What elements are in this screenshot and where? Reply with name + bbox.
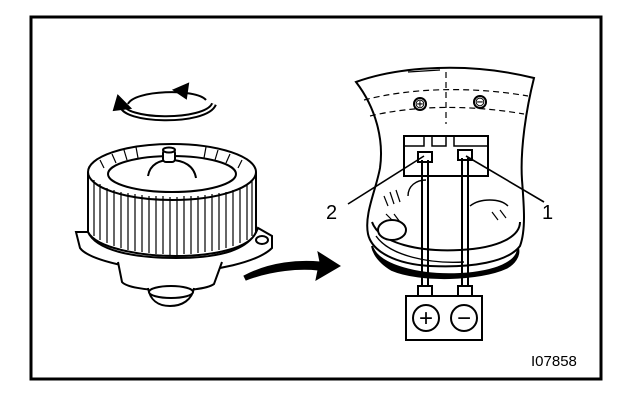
rotation-arrow-icon xyxy=(112,82,217,122)
callout-1: 1 xyxy=(542,202,553,224)
battery-positive-icon xyxy=(412,304,440,332)
fan-blades xyxy=(93,146,253,255)
leader-lines xyxy=(347,155,545,205)
test-leads xyxy=(421,158,469,290)
battery-negative-icon xyxy=(450,304,478,332)
callout-2: 2 xyxy=(326,202,337,224)
battery-symbol-negative: − xyxy=(457,305,471,332)
figure-code: I07858 xyxy=(531,353,577,370)
battery-symbol-positive: + xyxy=(419,305,433,332)
terminal-symbol-positive: ⊕ xyxy=(415,96,426,111)
connector-housing xyxy=(354,66,536,280)
direction-arrow-icon xyxy=(243,250,341,281)
housing-shading xyxy=(383,189,507,223)
blower-motor xyxy=(74,143,273,308)
battery-terminals xyxy=(405,285,483,341)
terminal-symbol-negative: ⊖ xyxy=(475,94,486,109)
